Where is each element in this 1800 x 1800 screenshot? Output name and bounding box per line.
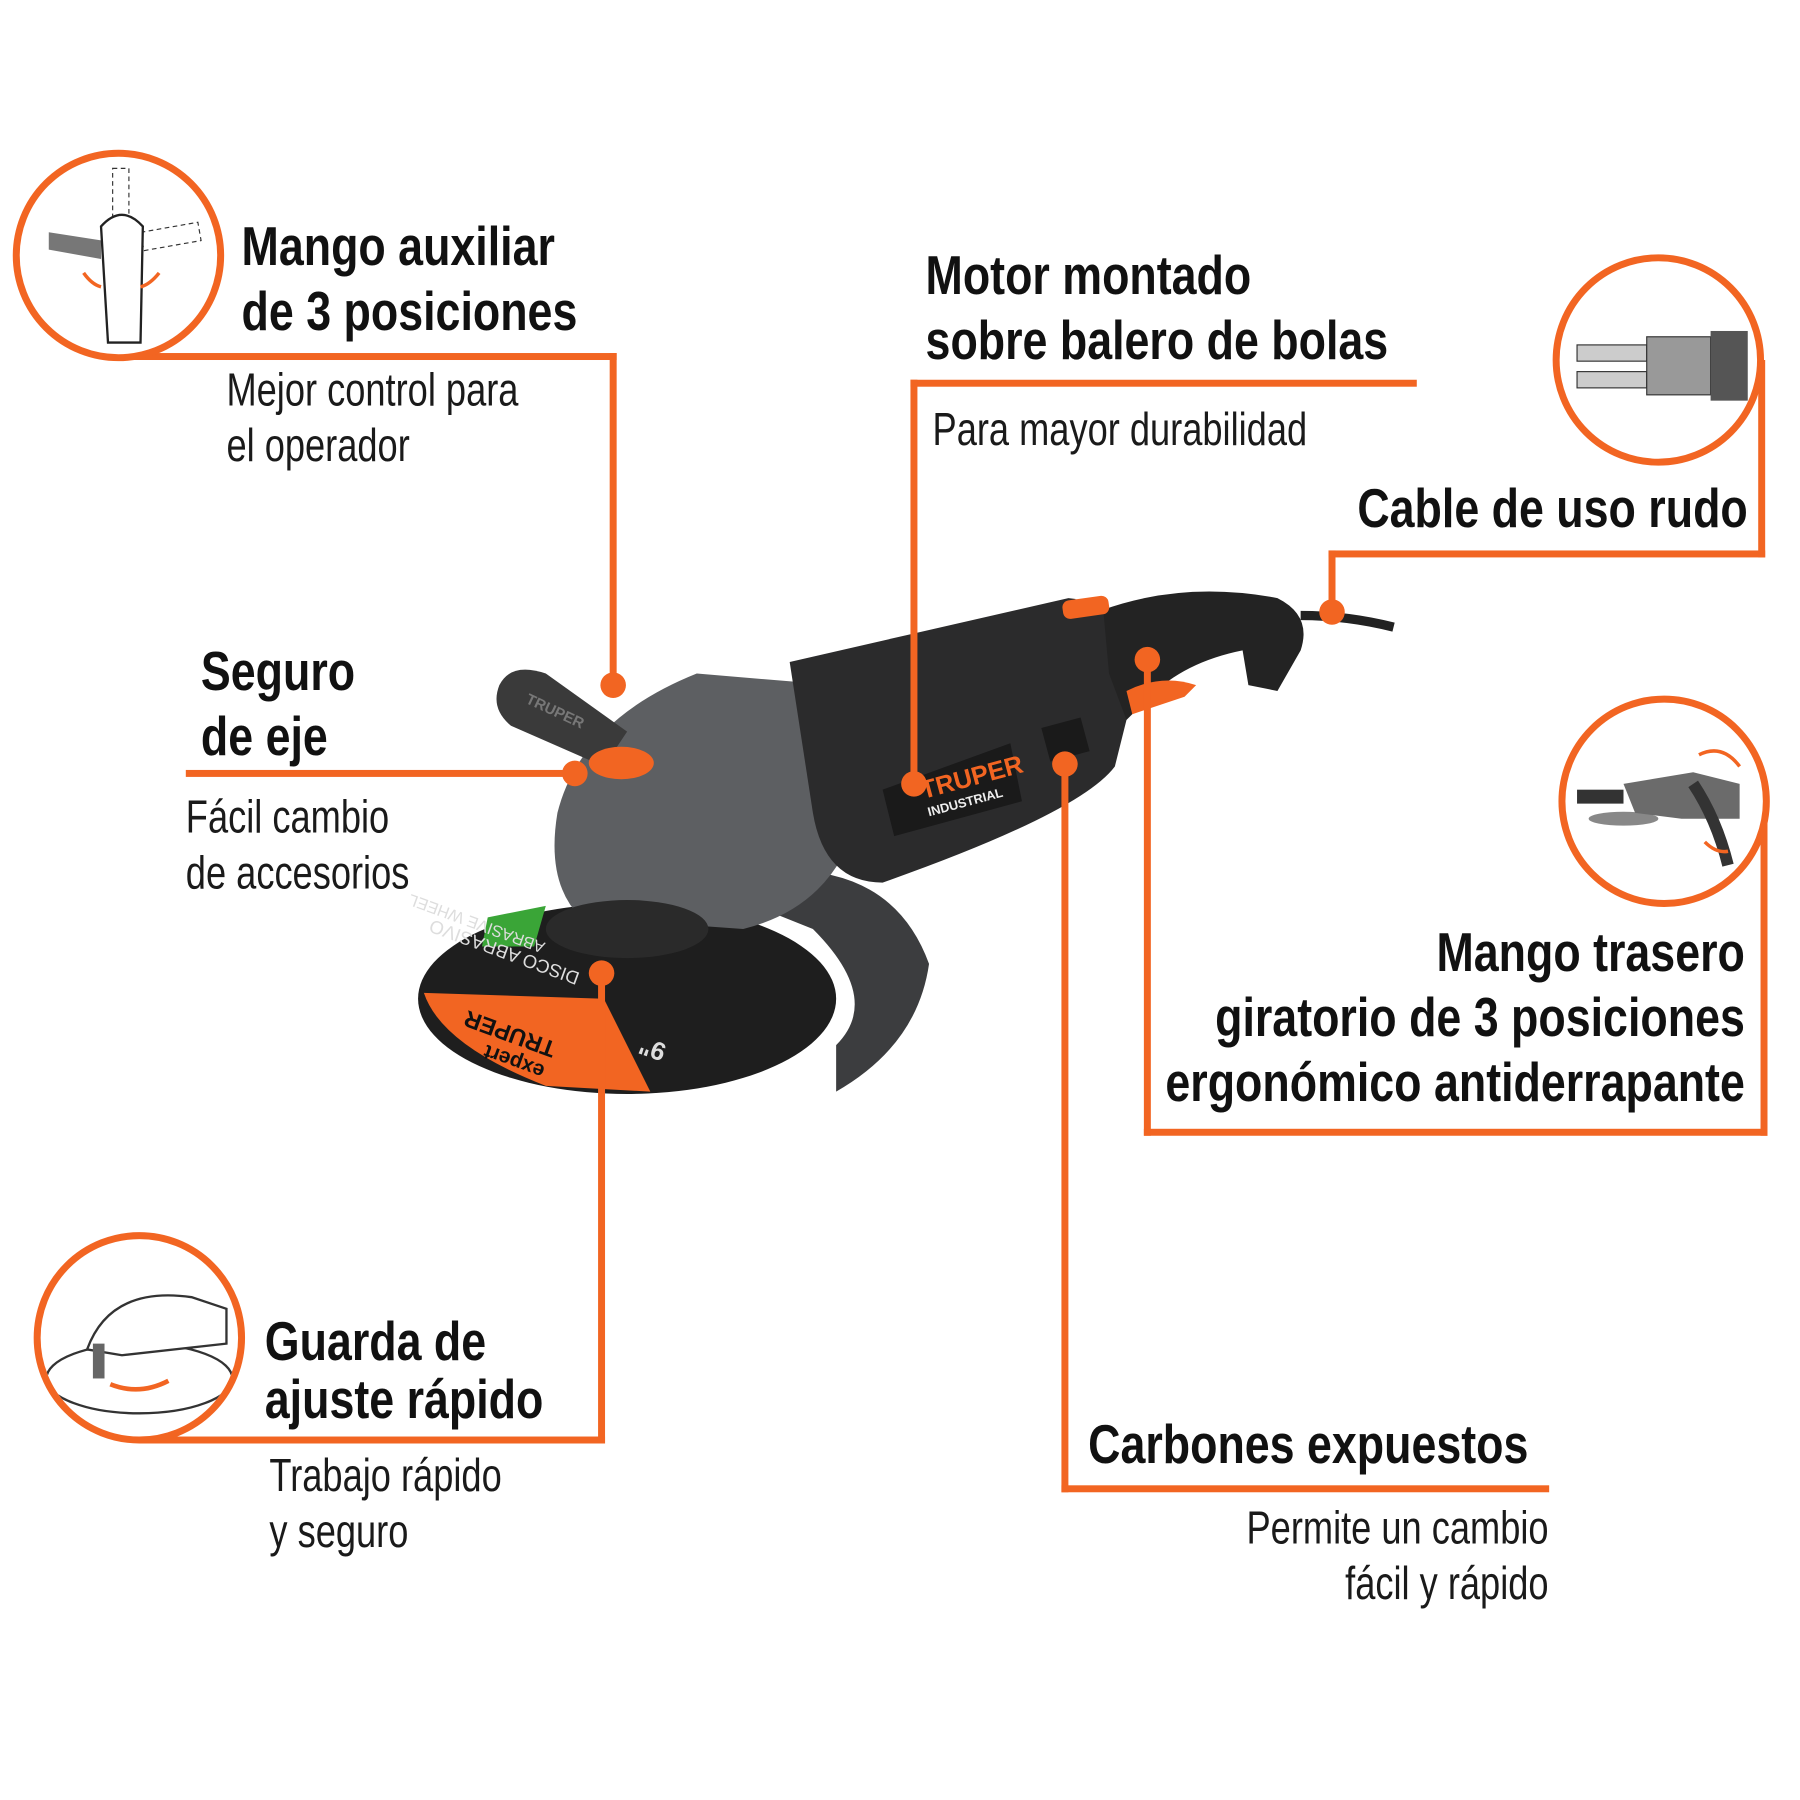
rear-handle-title-line: Mango trasero (1435, 920, 1745, 983)
aux-handle-title-line: de 3 posiciones (241, 279, 578, 342)
rear-handle-title: Mango trasero giratorio de 3 posiciones … (1165, 920, 1744, 1115)
aux-handle-leader-h (116, 353, 617, 361)
motor-leader-v (910, 379, 918, 784)
motor-marker (901, 771, 927, 797)
disc-green-label (481, 905, 546, 947)
rear-handle-leader-v1 (1760, 801, 1768, 1136)
switch-accent (1062, 595, 1110, 619)
logo-plate (882, 743, 1022, 837)
spindle-lock-marker (562, 760, 588, 787)
cable-leader-v1 (1758, 360, 1766, 558)
cable-leader-v2 (1328, 550, 1336, 613)
motor-title-line: sobre balero de bolas (925, 308, 1389, 371)
motor-title-line: Motor montado (925, 243, 1252, 306)
guard-marker (588, 960, 615, 986)
rear-handle-title-line: ergonómico antiderrapante (1164, 1050, 1745, 1113)
spindle-lock-title-line: Seguro (200, 639, 356, 702)
aux-handle-subtitle-line: Mejor control para (226, 364, 519, 416)
motor-subtitle-line: Para mayor durabilidad (932, 404, 1308, 456)
cable-leader-h (1328, 550, 1766, 558)
motor-body (789, 598, 1133, 883)
aux-handle (496, 669, 628, 767)
wheel-guard (696, 870, 930, 1092)
rear-handle-leader-v2 (1143, 659, 1151, 1136)
brushes-title: Carbones expuestos (1088, 1412, 1528, 1477)
aux-handle-positions-icon (12, 149, 225, 362)
brushes-subtitle: Permite un cambio fácil y rápido (1246, 1500, 1548, 1611)
guard-title-line: Guarda de (264, 1309, 487, 1372)
quick-guard-icon (33, 1232, 246, 1444)
heavy-duty-cable-icon (1552, 254, 1765, 466)
aux-handle-subtitle: Mejor control para el operador (226, 362, 518, 473)
rear-handle-title-line: giratorio de 3 posiciones (1214, 985, 1745, 1048)
aux-handle-subtitle-line: el operador (226, 420, 410, 472)
spindle-flange (545, 900, 709, 959)
spindle-lock-title-line: de eje (200, 704, 328, 767)
brushes-marker (1052, 751, 1078, 777)
brushes-leader-v (1061, 764, 1069, 1493)
motor-subtitle: Para mayor durabilidad (933, 402, 1308, 458)
rear-handle-leader-h (1143, 1128, 1768, 1136)
motor-leader-h (910, 379, 1417, 387)
gear-head (554, 673, 860, 930)
guard-subtitle: Trabajo rápido y seguro (269, 1448, 501, 1559)
brushes-subtitle-line: fácil y rápido (1344, 1558, 1549, 1610)
motor-title: Motor montado sobre balero de bolas (926, 243, 1389, 373)
brushes-leader-h (1061, 1485, 1550, 1493)
spindle-lock-leader (185, 769, 575, 777)
spindle-lock-subtitle: Fácil cambio de accesorios (186, 790, 410, 901)
aux-handle-marker (600, 672, 626, 698)
spindle-lock-subtitle-line: Fácil cambio (185, 792, 390, 844)
guard-subtitle-line: Trabajo rápido (269, 1450, 502, 1502)
guard-leader-h (139, 1436, 606, 1444)
rear-handle-grip-accent (1126, 680, 1197, 715)
guard-subtitle-line: y seguro (269, 1506, 409, 1558)
guard-leader-v (598, 973, 606, 1444)
spindle-lock-title: Seguro de eje (201, 639, 355, 769)
disc-orange-label (423, 992, 651, 1092)
cable-title-line: Cable de uso rudo (1357, 477, 1748, 539)
brush-cap (1041, 717, 1090, 762)
aux-handle-title-line: Mango auxiliar (241, 214, 555, 277)
guard-title: Guarda de ajuste rápido (265, 1312, 544, 1428)
brushes-subtitle-line: Permite un cambio (1245, 1502, 1549, 1554)
cable-marker (1319, 599, 1345, 625)
spindle-lock-subtitle-line: de accesorios (185, 847, 410, 899)
cable-title: Cable de uso rudo (1357, 476, 1747, 541)
guard-title-line: ajuste rápido (264, 1368, 544, 1430)
rear-handle-marker (1134, 646, 1161, 673)
aux-handle-leader-v (609, 353, 617, 686)
brushes-title-line: Carbones expuestos (1088, 1413, 1529, 1475)
spindle-lock-button (588, 746, 654, 780)
aux-handle-title: Mango auxiliar de 3 posiciones (242, 214, 578, 344)
power-cable (1300, 610, 1395, 632)
rotating-rear-handle-icon (1558, 695, 1770, 907)
